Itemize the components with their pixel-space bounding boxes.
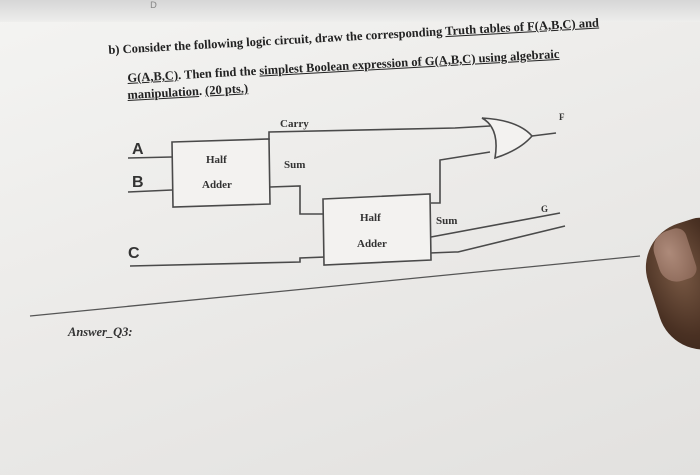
wire-b xyxy=(127,189,173,193)
wire-sum1 xyxy=(269,185,323,215)
top-mark: D xyxy=(150,1,157,11)
top-strip: D xyxy=(0,0,700,22)
wire-f xyxy=(531,132,557,137)
half-adder-1-label-line1: Half xyxy=(206,154,227,166)
carry-label: Carry xyxy=(280,118,309,130)
sum1-label: Sum xyxy=(284,159,305,171)
half-adder-1-box xyxy=(171,138,271,208)
wire-a xyxy=(127,156,173,159)
input-c-label: C xyxy=(128,245,140,262)
half-adder-2-label-line2: Adder xyxy=(357,238,387,250)
half-adder-2-label-line1: Half xyxy=(360,212,381,224)
sum2-label: Sum xyxy=(436,215,457,227)
output-g-label: G xyxy=(541,204,548,214)
wire-sum2 xyxy=(430,212,561,238)
input-a-label: A xyxy=(132,141,144,158)
wire-carry xyxy=(268,125,491,140)
half-adder-2-box xyxy=(322,193,432,266)
answer-divider xyxy=(29,255,641,317)
half-adder-1-label-line2: Adder xyxy=(202,179,232,191)
answer-label: Answer_Q3: xyxy=(67,325,133,339)
input-b-label: B xyxy=(132,174,144,191)
wire-carry2 xyxy=(431,151,491,204)
output-f-label: F xyxy=(559,112,565,122)
or-gate xyxy=(481,117,534,160)
